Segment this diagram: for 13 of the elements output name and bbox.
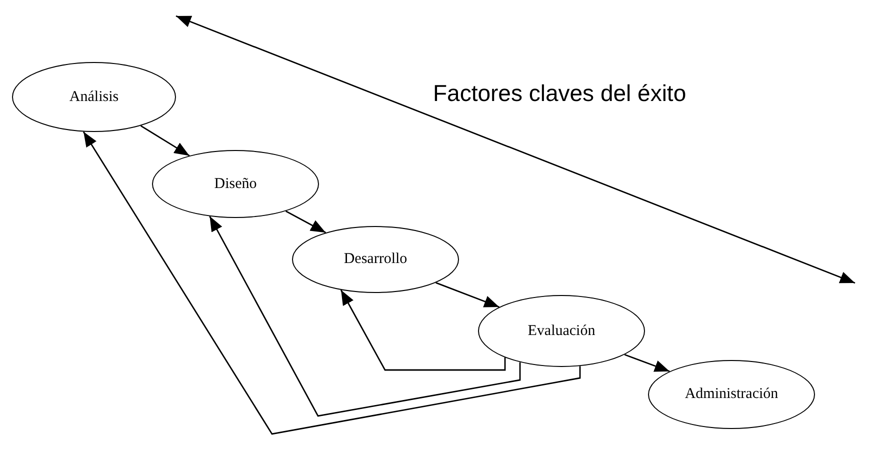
arrow — [285, 210, 326, 234]
arrow — [340, 290, 506, 371]
node-label: Evaluación — [528, 322, 596, 340]
annotation-text: Factores claves del éxito — [433, 80, 686, 107]
node-label: Desarrollo — [344, 251, 408, 268]
arrow — [436, 282, 500, 308]
arrow — [140, 125, 190, 156]
arrow — [82, 131, 581, 435]
node-label: Administración — [684, 386, 778, 403]
node-label: Análisis — [69, 88, 119, 106]
arrow — [624, 354, 670, 372]
arrow — [209, 216, 521, 417]
node-label: Diseño — [214, 176, 257, 192]
